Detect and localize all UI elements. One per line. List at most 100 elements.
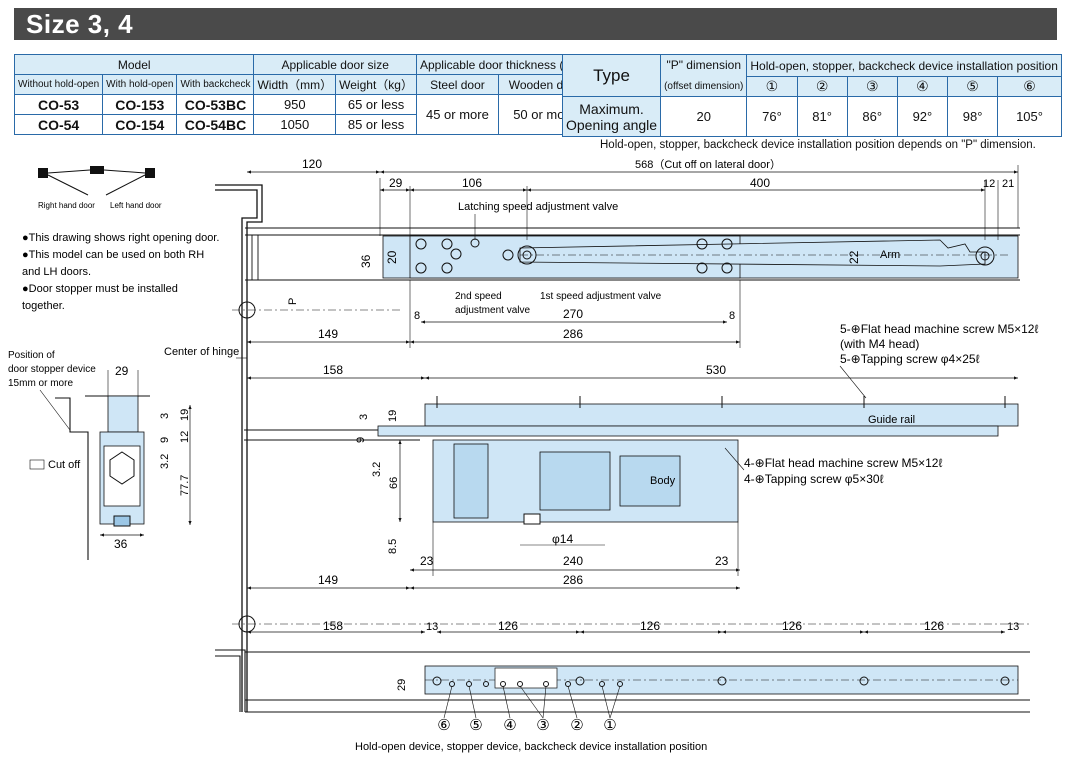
header-with-hold-open: With hold-open bbox=[102, 74, 178, 95]
drawing-notes: ●This drawing shows right opening door. … bbox=[22, 232, 219, 312]
note-bullet: ●This model can be used on both RH bbox=[22, 249, 204, 261]
body-screw-label-2: 4-⊕Tapping screw φ5×30ℓ bbox=[744, 472, 884, 486]
dim-36: 36 bbox=[359, 254, 373, 268]
header-width: Width（mm） bbox=[253, 74, 337, 95]
guide-rail-label: Guide rail bbox=[868, 414, 915, 426]
side-view: Position of door stopper device 15mm or … bbox=[8, 350, 192, 560]
bottom-view: 158 13 126 126 126 126 13 29 bbox=[215, 615, 1030, 753]
technical-drawing: Right hand door Left hand door ●This dra… bbox=[8, 157, 1038, 753]
latching-valve-label: Latching speed adjustment valve bbox=[458, 201, 618, 213]
dim-29: 29 bbox=[389, 176, 403, 190]
dim-23a: 23 bbox=[420, 554, 434, 568]
cell-width: 1050 bbox=[253, 114, 337, 135]
cell-weight: 85 or less bbox=[335, 114, 417, 135]
dim-29: 29 bbox=[115, 364, 129, 378]
body-label: Body bbox=[650, 475, 676, 487]
note-bullet: together. bbox=[22, 300, 65, 312]
position-marker-5: ⑤ bbox=[469, 717, 482, 734]
page-title: Size 3, 4 bbox=[14, 8, 1057, 40]
front-view: Center of hinge 158 530 Guide rail Body … bbox=[164, 322, 1038, 590]
header-door-thickness: Applicable door thickness (mm) bbox=[415, 54, 592, 75]
position-marker-2: ② bbox=[570, 717, 583, 734]
cell-angle-1: 76° bbox=[746, 96, 798, 137]
dim-3-2: 3.2 bbox=[371, 462, 383, 477]
cell-model: CO-53BC bbox=[176, 94, 255, 115]
cell-angle-6: 105° bbox=[997, 96, 1062, 137]
installation-position-note: Hold-open, stopper, backcheck device ins… bbox=[600, 139, 1036, 151]
dim-22: 22 bbox=[847, 250, 861, 264]
dim-19: 19 bbox=[179, 409, 191, 421]
position-marker-4: ④ bbox=[503, 717, 516, 734]
dim-149: 149 bbox=[318, 573, 338, 587]
note-bullet: ●This drawing shows right opening door. bbox=[22, 232, 219, 244]
model-spec-table: Model Applicable door size Applicable do… bbox=[13, 54, 592, 135]
position-marker-3: ③ bbox=[536, 717, 549, 734]
dim-120: 120 bbox=[302, 157, 322, 171]
dim-phi14: φ14 bbox=[552, 532, 573, 546]
cut-off-label: Cut off bbox=[48, 459, 81, 471]
speed2-label-a: 2nd speed bbox=[455, 291, 502, 302]
header-position-1: ① bbox=[746, 76, 798, 97]
position-marker-1: ① bbox=[603, 717, 616, 734]
cell-width: 950 bbox=[253, 94, 337, 115]
header-door-size: Applicable door size bbox=[253, 54, 417, 75]
dim-12: 12 bbox=[983, 178, 995, 190]
dim-400: 400 bbox=[750, 176, 770, 190]
header-offset-dimension: (offset dimension) bbox=[660, 76, 748, 97]
dim-29: 29 bbox=[396, 679, 408, 691]
dim-3: 3 bbox=[358, 414, 370, 420]
stopper-position-label: Position of bbox=[8, 350, 55, 361]
header-position-3: ③ bbox=[846, 76, 898, 97]
header-install-position: Hold-open, stopper, backcheck device ins… bbox=[746, 54, 1062, 77]
body-screw-label-1: 4-⊕Flat head machine screw M5×12ℓ bbox=[744, 456, 942, 470]
dim-240: 240 bbox=[563, 554, 583, 568]
speed1-label: 1st speed adjustment valve bbox=[540, 291, 662, 302]
top-view: Arm 120 568（Cut off on lateral door） 29 … bbox=[215, 157, 1020, 712]
rail-screw-label-3: 5-⊕Tapping screw φ4×25ℓ bbox=[840, 352, 980, 366]
header-position-2: ② bbox=[796, 76, 848, 97]
dim-126: 126 bbox=[498, 619, 518, 633]
cell-model: CO-154 bbox=[102, 114, 178, 135]
header-steel-door: Steel door bbox=[415, 74, 499, 95]
cell-weight: 65 or less bbox=[335, 94, 417, 115]
dim-158: 158 bbox=[323, 619, 343, 633]
dim-8a: 8 bbox=[414, 310, 420, 322]
cell-p-value: 20 bbox=[660, 96, 748, 137]
dim-13b: 13 bbox=[1007, 621, 1019, 633]
right-hand-door-label: Right hand door bbox=[38, 201, 95, 210]
cell-angle-5: 98° bbox=[946, 96, 999, 137]
dim-66: 66 bbox=[388, 477, 400, 489]
dim-126: 126 bbox=[782, 619, 802, 633]
note-bullet: ●Door stopper must be installed bbox=[22, 283, 178, 295]
dim-126: 126 bbox=[924, 619, 944, 633]
header-type: Type bbox=[561, 54, 662, 97]
bottom-caption: Hold-open device, stopper device, backch… bbox=[355, 741, 707, 753]
row-max-opening-angle: Maximum. Opening angle bbox=[561, 96, 662, 137]
stopper-position-label: door stopper device bbox=[8, 364, 96, 375]
header-without-hold-open: Without hold-open bbox=[13, 74, 104, 95]
cell-angle-2: 81° bbox=[796, 96, 848, 137]
dim-21: 21 bbox=[1002, 178, 1014, 190]
cell-angle-3: 86° bbox=[846, 96, 898, 137]
dim-270: 270 bbox=[563, 307, 583, 321]
left-hand-door-label: Left hand door bbox=[110, 201, 162, 210]
rail-screw-label-1: 5-⊕Flat head machine screw M5×12ℓ bbox=[840, 322, 1038, 336]
dim-149: 149 bbox=[318, 327, 338, 341]
center-hinge-label: Center of hinge bbox=[164, 346, 239, 358]
row-label-line2: Opening angle bbox=[566, 116, 658, 133]
dim-8b: 8 bbox=[729, 310, 735, 322]
cell-model: CO-54BC bbox=[176, 114, 255, 135]
arm-label: Arm bbox=[880, 249, 900, 261]
dim-530: 530 bbox=[706, 363, 726, 377]
dim-23b: 23 bbox=[715, 554, 729, 568]
header-position-6: ⑥ bbox=[997, 76, 1062, 97]
dim-158: 158 bbox=[323, 363, 343, 377]
rail-screw-label-2: (with M4 head) bbox=[840, 337, 919, 351]
note-bullet: and LH doors. bbox=[22, 266, 91, 278]
header-model: Model bbox=[13, 54, 255, 75]
dim-19: 19 bbox=[387, 410, 399, 422]
stopper-position-label: 15mm or more bbox=[8, 378, 73, 389]
dim-106: 106 bbox=[462, 176, 482, 190]
header-weight: Weight（kg） bbox=[335, 74, 417, 95]
header-position-4: ④ bbox=[896, 76, 949, 97]
